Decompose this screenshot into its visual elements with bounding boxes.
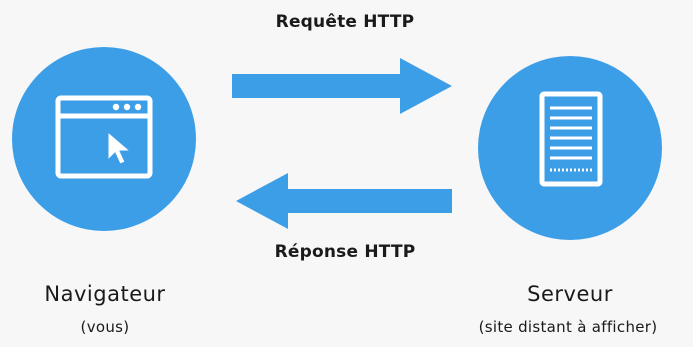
response-label: Réponse HTTP [274,242,416,262]
server-title: Serveur [527,282,613,306]
server-subtitle: (site distant à afficher) [478,318,658,336]
browser-node [12,47,196,231]
request-arrow [232,58,452,114]
browser-subtitle: (vous) [80,318,130,336]
browser-window-icon [55,95,153,179]
browser-title: Navigateur [44,282,166,306]
server-rack-icon [539,91,603,187]
request-label: Requête HTTP [275,12,415,32]
response-arrow [236,173,452,229]
